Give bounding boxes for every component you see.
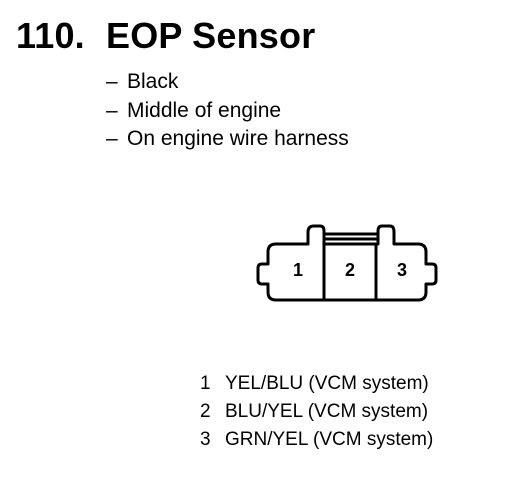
pin-number: 1 [200, 373, 211, 394]
detail-dash: – [106, 98, 118, 122]
connector-diagram: 1 2 3 [256, 224, 438, 302]
pin-row: 3 GRN/YEL (VCM system) [200, 426, 433, 454]
cavity-label-3: 3 [397, 260, 407, 280]
detail-color: –Black [106, 68, 349, 97]
pin-description: BLU/YEL (VCM system) [225, 401, 429, 422]
pin-list: 1 YEL/BLU (VCM system) 2 BLU/YEL (VCM syst… [200, 370, 433, 454]
cavity-label-1: 1 [293, 260, 303, 280]
detail-text: On engine wire harness [127, 127, 349, 150]
item-number: 110. [16, 15, 85, 56]
detail-harness: –On engine wire harness [106, 125, 349, 154]
component-name: EOP Sensor [106, 15, 316, 56]
detail-dash: – [106, 127, 118, 150]
detail-dash: – [106, 70, 118, 93]
detail-text: Black [127, 70, 179, 93]
page-title: 110. EOP Sensor [16, 14, 315, 58]
component-details: –Black –Middle of engine –On engine wire… [106, 68, 349, 154]
detail-text: Middle of engine [127, 98, 282, 122]
detail-location: –Middle of engine [106, 97, 349, 126]
pin-row: 2 BLU/YEL (VCM system) [200, 398, 433, 426]
cavity-label-2: 2 [345, 260, 355, 280]
pin-number: 3 [200, 429, 211, 450]
pin-row: 1 YEL/BLU (VCM system) [200, 370, 433, 398]
pin-number: 2 [200, 401, 211, 422]
pin-description: GRN/YEL (VCM system) [225, 429, 434, 450]
pin-description: YEL/BLU (VCM system) [225, 373, 429, 394]
